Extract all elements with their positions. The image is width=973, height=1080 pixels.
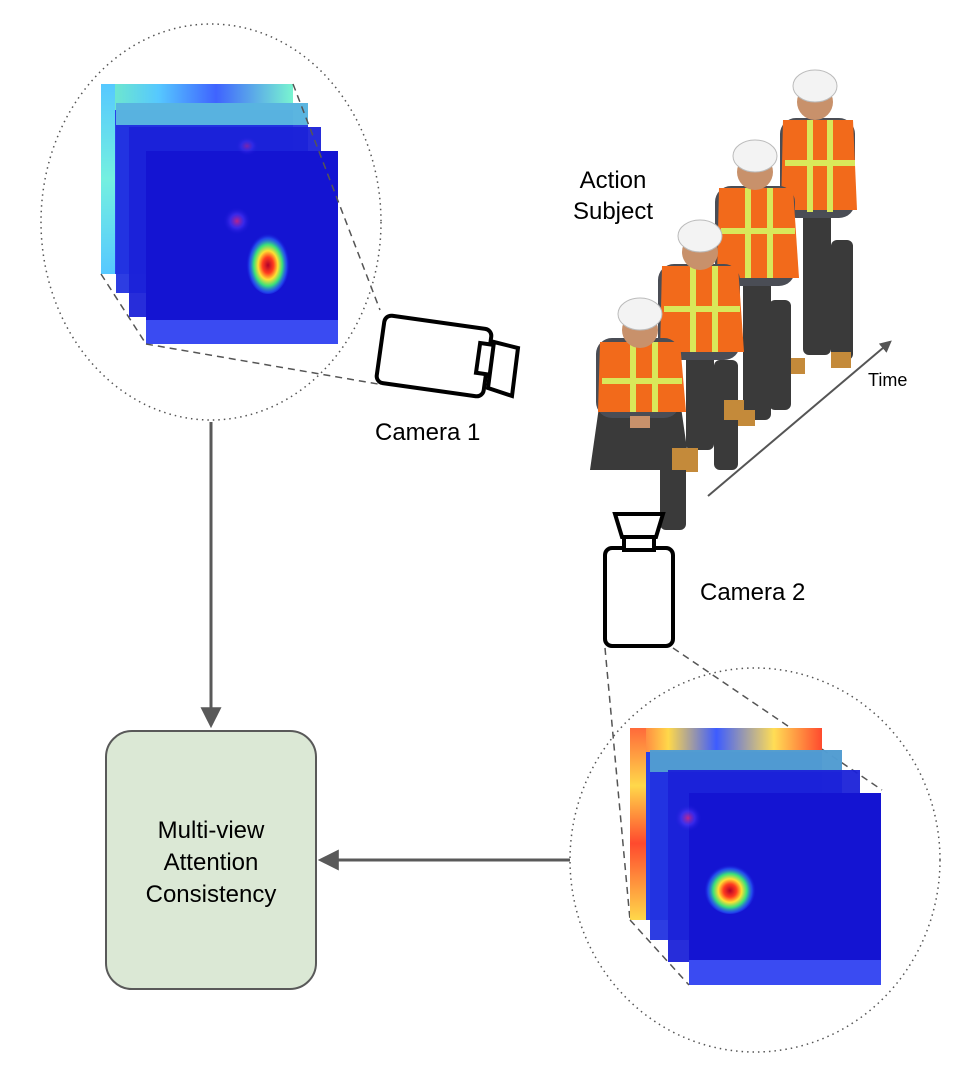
camera1-heatmap-stack <box>101 84 338 344</box>
consistency-label-line3: Consistency <box>146 881 277 908</box>
action-subject-label-line2: Subject <box>573 198 653 225</box>
heatmap-frame <box>146 151 338 344</box>
construction-worker-figure <box>590 69 857 530</box>
camera2-zoom-circle <box>569 667 941 1053</box>
camera2-label: Camera 2 <box>700 579 805 606</box>
consistency-label-line2: Attention <box>164 849 259 876</box>
video-camera-icon <box>374 313 521 399</box>
camera1-zoom-circle <box>40 23 382 421</box>
time-label: Time <box>868 370 907 390</box>
consistency-label-line1: Multi-view <box>158 817 265 844</box>
camera2-attention-zoom <box>569 647 941 1053</box>
camera1-label: Camera 1 <box>375 419 480 446</box>
video-camera-icon <box>603 512 675 648</box>
attention-hotspot <box>704 862 756 914</box>
camera2-heatmap-stack <box>630 728 881 985</box>
consistency-box <box>105 730 317 990</box>
action-subject-label-line1: Action <box>580 167 647 194</box>
camera1-attention-zoom <box>40 23 382 421</box>
attention-hotspot <box>246 230 290 294</box>
time-arrow <box>707 340 892 497</box>
